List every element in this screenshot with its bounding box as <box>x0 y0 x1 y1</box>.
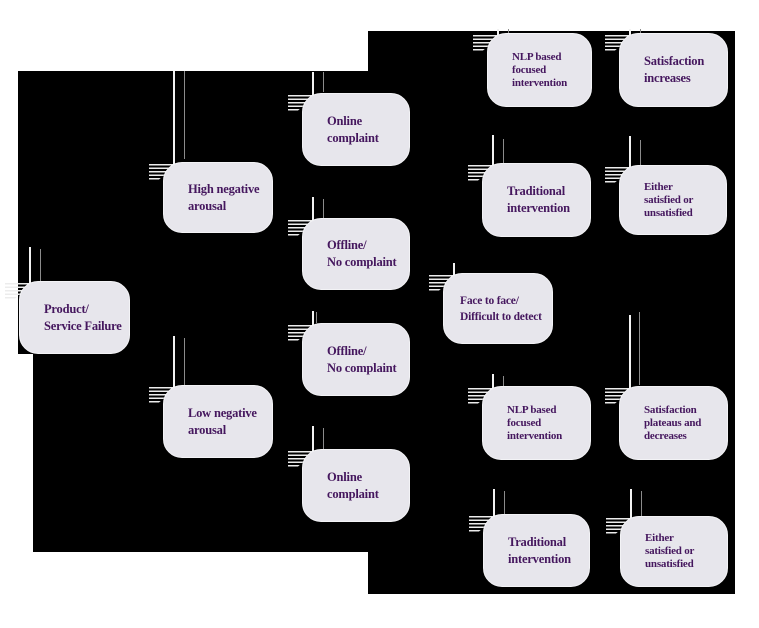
connector-line <box>323 428 324 449</box>
connector-line <box>641 491 642 518</box>
connector-line <box>29 247 31 283</box>
connector-line <box>173 336 175 387</box>
connector-line <box>492 135 494 165</box>
node-low-negative-arousal: Low negative arousal <box>163 385 273 458</box>
connector-line <box>173 71 175 164</box>
connector-line <box>453 263 455 275</box>
connector-line <box>639 312 640 385</box>
connector-line <box>323 199 324 218</box>
connector-line <box>503 376 504 388</box>
node-nlp-based-focused-intervention-bottom: NLP based focused intervention <box>482 386 591 460</box>
connector-line <box>640 29 641 34</box>
node-high-negative-arousal: High negative arousal <box>163 162 273 233</box>
connector-line <box>184 71 185 159</box>
connector-line <box>503 139 504 165</box>
connector-line <box>312 311 314 325</box>
connector-line <box>316 312 317 323</box>
node-online-complaint-top: Online complaint <box>302 93 410 166</box>
node-traditional-intervention-top: Traditional intervention <box>482 163 591 237</box>
connector-line <box>640 140 641 167</box>
node-offline-no-complaint-lower: Offline/ No complaint <box>302 323 410 396</box>
node-satisfaction-plateaus-and-decreases: Satisfaction plateaus and decreases <box>619 386 728 460</box>
node-online-complaint-bottom: Online complaint <box>302 449 410 522</box>
connector-line <box>630 489 632 518</box>
connector-line <box>323 72 324 92</box>
connector-line <box>40 249 41 283</box>
node-either-satisfied-or-unsatisfied-bottom: Either satisfied or unsatisfied <box>620 516 728 587</box>
connector-line <box>312 426 314 451</box>
connector-line <box>629 136 631 167</box>
connector-line <box>629 29 631 35</box>
connector-line <box>629 315 631 388</box>
connector-line <box>497 29 499 35</box>
node-traditional-intervention-bottom: Traditional intervention <box>483 514 590 587</box>
connector-line <box>504 491 505 516</box>
node-either-satisfied-or-unsatisfied-top: Either satisfied or unsatisfied <box>619 165 727 235</box>
node-product-service-failure: Product/ Service Failure <box>19 281 130 354</box>
node-satisfaction-increases: Satisfaction increases <box>619 33 728 107</box>
connector-line <box>492 374 494 388</box>
node-face-to-face-difficult-to-detect: Face to face/ Difficult to detect <box>443 273 553 344</box>
node-nlp-based-focused-intervention-top: NLP based focused intervention <box>487 33 592 107</box>
connector-line <box>493 489 495 516</box>
connector-line <box>312 72 314 95</box>
connector-line <box>312 197 314 220</box>
connector-line <box>184 338 185 385</box>
node-offline-no-complaint-upper: Offline/ No complaint <box>302 218 410 290</box>
connector-line <box>508 29 509 34</box>
